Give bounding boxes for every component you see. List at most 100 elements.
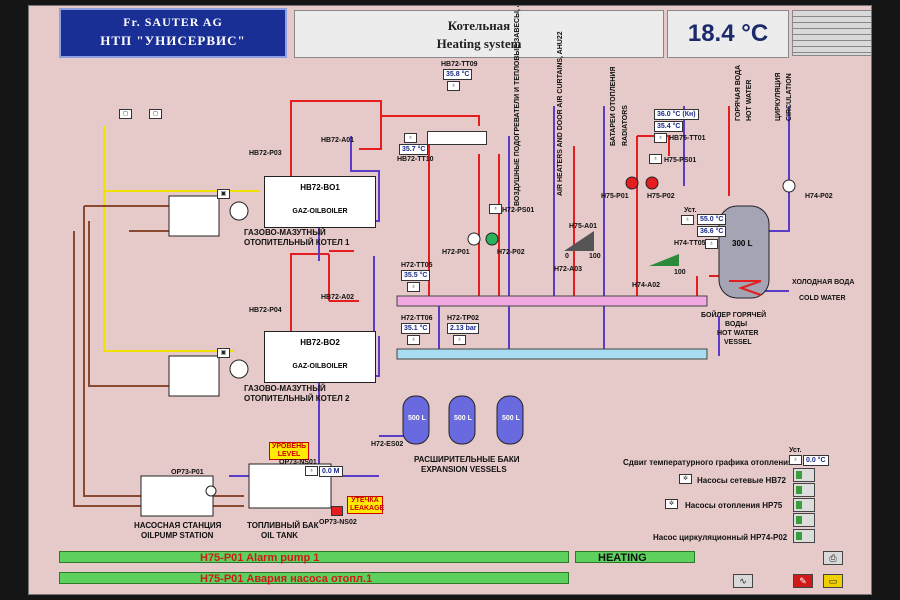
vessel-caption-ru: БОЙЛЕР ГОРЯЧЕЙ [701, 312, 767, 319]
leak-tag: УТЕЧКА LEAKAGE [347, 496, 384, 514]
header-indicator-panel [792, 10, 871, 56]
folder-button[interactable]: ▭ [823, 574, 843, 588]
burner-1-icon[interactable]: ▣ [217, 189, 230, 199]
sensor-tt09-value[interactable]: 35.8 °C [443, 69, 473, 80]
oil-tank-caption-ru: ТОПЛИВНЫЙ БАК [247, 521, 319, 530]
pump-station-caption-en: OILPUMP STATION [141, 531, 214, 540]
sensor-tt06-value[interactable]: 35.1 °C [401, 323, 431, 334]
hot-water-vessel-shape [718, 205, 770, 299]
curve-shift-icon[interactable]: ♁ [789, 455, 802, 465]
sensor-tt10-value[interactable]: 35.7 °C [399, 144, 429, 155]
boiler-2[interactable]: HB72-BO2 GAZ-OILBOILER [264, 331, 376, 383]
sensor-tt05-icon[interactable]: ♁ [407, 282, 420, 292]
expansion-tank-2-volume: 500 L [454, 415, 472, 422]
boiler-1-valve-label: HB72-A01 [321, 137, 355, 144]
boiler-1-type: GAZ-OILBOILER [292, 208, 348, 215]
boiler-2-caption-2: ОТОПИТЕЛЬНЫЙ КОТЕЛ 2 [244, 394, 350, 403]
h74-p02-label: H74-P02 [805, 193, 833, 200]
sensor-tt09-label: HB72-TT09 [441, 61, 478, 68]
h72-ps01-label: H72-PS01 [502, 207, 535, 214]
pumps-hp75-switch-2[interactable] [793, 513, 815, 527]
pumps-hp75-label: Насосы отопления HP75 [685, 501, 783, 510]
level-value[interactable]: 0.0 M [319, 466, 343, 477]
header-pipe-box [427, 131, 487, 145]
vessel-caption-en2: VESSEL [724, 339, 752, 346]
alarm-bar-ru[interactable]: H75-P01 Авария насоса отопл.1 [59, 572, 569, 585]
sensor-tt05-value[interactable]: 35.5 °C [401, 270, 431, 281]
air-curtains-label-ru: ВОЗДУШНЫЕ ПОДОГРЕВАТЕЛИ И ТЕПЛОВЫЕ ЗАВЕС… [514, 5, 521, 206]
boiler-2-pump-label: HB72-P04 [249, 307, 282, 314]
partner-name: НТП "УНИСЕРВИС" [100, 33, 246, 48]
hot-water-label-en: HOT WATER [746, 79, 753, 121]
hot-water-label-ru: ГОРЯЧАЯ ВОДА [735, 64, 742, 121]
cold-water-label-en: COLD WATER [799, 295, 846, 302]
pump-station-caption-ru: НАСОСНАЯ СТАНЦИЯ [134, 521, 222, 530]
sensor-tp02-icon[interactable]: ♁ [453, 335, 466, 345]
graph-button[interactable]: ∿ [733, 574, 753, 588]
pumps-hb72-switch-2[interactable] [793, 483, 815, 497]
supply-header [396, 295, 708, 307]
sensor-tt10-label: HB72-TT10 [397, 156, 434, 163]
sensor-tt06-icon[interactable]: ♁ [407, 335, 420, 345]
leak-sensor-icon[interactable] [331, 506, 343, 516]
sensor-ust-value[interactable]: 55.0 °C [697, 214, 727, 225]
expansion-tank-1-volume: 500 L [408, 415, 426, 422]
page-title: Котельная Heating system [294, 10, 664, 58]
sensor-ust-label: Уст. [684, 207, 697, 214]
valve-scale-100: 100 [589, 253, 601, 260]
vessel-caption-ru2: ВОДЫ [725, 321, 748, 328]
ps01-icon[interactable]: ♁ [489, 204, 502, 214]
pumps-hp75-switch-1[interactable] [793, 498, 815, 512]
printer-button[interactable]: ⎙ [823, 551, 843, 565]
outdoor-temperature: 18.4 °C [667, 10, 789, 58]
folder-icon: ▭ [828, 576, 838, 586]
sensor-tt10-icon[interactable]: ♁ [404, 133, 417, 143]
company-name: Fr. SAUTER AG [123, 15, 223, 29]
burner-2-icon[interactable]: ▣ [217, 348, 230, 358]
pumps-hb72-switch-1[interactable] [793, 468, 815, 482]
sensor-kn-value[interactable]: 36.0 °C (Кн) [654, 109, 699, 120]
circulation-label-ru: ЦИРКУЛЯЦИЯ [775, 72, 782, 121]
h75-p01-label: H75-P01 [601, 193, 629, 200]
pumps-hb72-icon[interactable]: ✲ [679, 474, 692, 484]
valve2-scale-100: 100 [674, 269, 686, 276]
h75-ps01-icon[interactable]: ♁ [649, 154, 662, 164]
alarm-bar-en[interactable]: H75-P01 Alarm pump 1 [59, 551, 569, 564]
curve-shift-ust: Уст. [789, 447, 802, 454]
mode-indicator[interactable]: HEATING [575, 551, 695, 564]
title-ru: Котельная [447, 18, 511, 33]
sensor-tt01-value[interactable]: 35.4 °C [654, 121, 684, 132]
op73-p01-label: OP73-P01 [171, 469, 204, 476]
boiler-2-name: HB72-BO2 [300, 338, 340, 347]
sensor-tp02-value[interactable]: 2.13 bar [447, 323, 480, 334]
company-logo: Fr. SAUTER AG НТП "УНИСЕРВИС" [59, 8, 287, 58]
boiler-1[interactable]: HB72-BO1 GAZ-OILBOILER [264, 176, 376, 228]
sensor-tt05b-icon[interactable]: ♁ [705, 239, 718, 249]
setpoint-icon[interactable]: ♁ [681, 215, 694, 225]
oil-status-icon[interactable]: ◻ [149, 109, 162, 119]
curve-shift-value[interactable]: 0.0 °C [803, 455, 829, 466]
level-sensor-icon[interactable]: ♁ [305, 466, 318, 476]
sensor-tt06-label: H72-TT06 [401, 315, 433, 322]
level-tag: УРОВЕНЬ LEVEL [269, 442, 309, 460]
radiators-label-ru: БАТАРЕИ ОТОПЛЕНИЯ [610, 66, 617, 146]
op73-ns02-label: OP73-NS02 [319, 519, 357, 526]
boiler-2-type: GAZ-OILBOILER [292, 363, 348, 370]
expansion-caption-en: EXPANSION VESSELS [421, 465, 507, 474]
h75-a01-label: H75-A01 [569, 223, 598, 230]
sensor-tt01-icon[interactable]: ♁ [654, 133, 667, 143]
pump-circ-label: Насос циркуляционный HP74-P02 [653, 533, 788, 542]
h72-p02-label: H72-P02 [497, 249, 525, 256]
oil-tank-caption-en: OIL TANK [261, 531, 299, 540]
h75-ps01-label: H75-PS01 [664, 157, 697, 164]
cold-water-label-ru: ХОЛОДНАЯ ВОДА [792, 279, 855, 286]
air-curtains-label-en: AIR HEATERS AND DOOR AIR CURTAINS, AHU22 [557, 31, 564, 196]
gas-status-icon[interactable]: ◻ [119, 109, 132, 119]
scada-screen: Fr. SAUTER AG НТП "УНИСЕРВИС" Котельная … [28, 5, 872, 595]
sensor-tt05b-value[interactable]: 36.6 °C [697, 226, 727, 237]
pump-circ-switch[interactable] [793, 529, 815, 543]
expansion-tank-3-volume: 500 L [502, 415, 520, 422]
pumps-hp75-icon[interactable]: ✲ [665, 499, 678, 509]
alarm-book-button[interactable]: ✎ [793, 574, 813, 588]
sensor-tt09-icon[interactable]: ♁ [447, 81, 460, 91]
